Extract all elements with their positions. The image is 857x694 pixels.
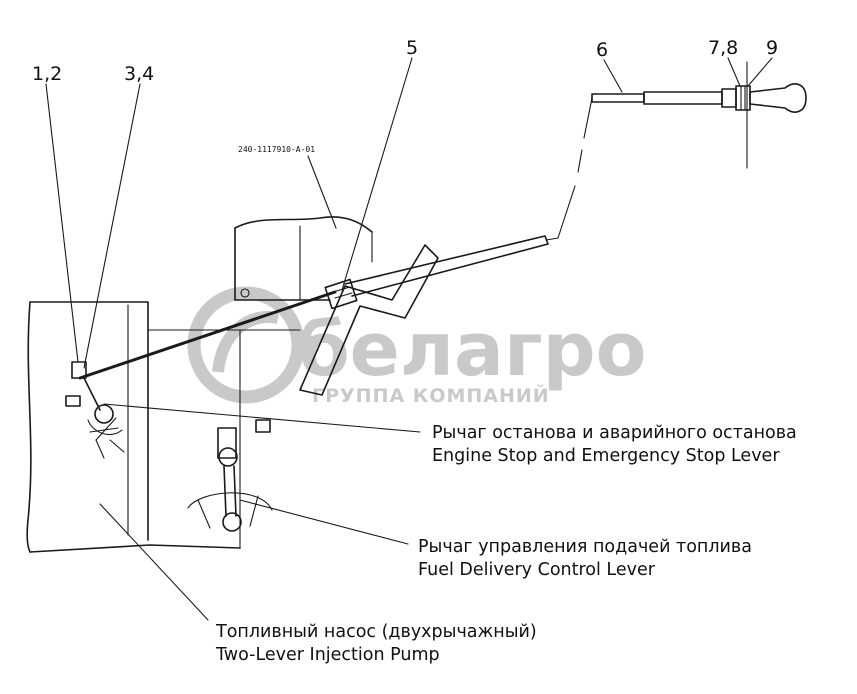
block-left-edge [234,227,331,301]
pump-outline-left [26,301,32,553]
fuel-lever-lower-pivot [222,512,242,532]
stop-lever-pivot [94,404,114,424]
fuel-lever-caption-ru: Рычаг управления подачей топлива [418,537,752,557]
leader-lines [45,57,773,621]
pump-outline-bottom [29,544,241,553]
watermark-tagline: ГРУППА КОМПАНИЙ [312,384,550,407]
fuel-lever-clevis [217,427,237,459]
fuel-lever-upper-pivot [218,447,238,467]
leader-3-4 [83,83,141,369]
handle-rod [591,93,645,103]
leader-fuel-lever [239,499,409,545]
watermark-swoosh [212,310,280,373]
cable-inner-wire [78,290,337,380]
handle-nut [721,88,737,108]
leader-6 [603,59,623,93]
block-top-edge [234,216,373,233]
cable-run-lower [545,185,576,241]
handle-knob [749,83,807,113]
nut-threads [740,85,746,111]
engine-block [234,216,373,301]
part-code-label: 240-1117910-A-01 [238,145,315,154]
stop-lever-bolt [65,395,81,407]
watermark-ring [187,286,305,404]
fuel-lever-stops [197,495,259,529]
leader-1-2 [45,83,79,363]
callout-7-8: 7,8 [708,37,738,59]
stop-lever-travel [95,439,125,459]
leader-part-code [307,155,337,229]
callout-9: 9 [766,37,778,59]
fuel-lever-caption-en: Fuel Delivery Control Lever [418,560,656,580]
stop-lever-caption-ru: Рычаг останова и аварийного останова [432,423,797,443]
stop-lever-hatch [87,417,123,441]
stop-lever-arm [83,377,101,411]
callout-5: 5 [406,37,418,59]
handle-tube [643,91,723,105]
bracket-plate [299,244,439,396]
handle-locknut [735,85,751,111]
fuel-lever-bolt [255,419,271,433]
control-cable [78,97,593,380]
captions: Рычаг останова и аварийного останова Eng… [215,423,797,665]
watermark: белагро ГРУППА КОМПАНИЙ [187,286,646,407]
cable-clamp [324,278,358,310]
pull-handle-assembly [591,61,807,169]
injection-pump-body [26,301,301,553]
fuel-lever-arc [187,492,273,511]
callout-3-4: 3,4 [124,63,154,85]
bracket-assembly [299,244,439,396]
pump-caption-en: Two-Lever Injection Pump [215,645,440,665]
pump-outline-top [29,301,149,541]
fuel-lever-assembly [187,419,273,532]
pump-caption-ru: Топливный насос (двухрычажный) [215,622,537,642]
block-bolt [240,288,250,298]
cable-run-upper [583,97,593,139]
stop-lever-clamp [71,361,87,379]
cable-sheath [344,235,549,297]
fuel-lever-arm [223,465,237,517]
callout-numbers: 1,2 3,4 5 6 7,8 9 240-1117910-A-01 [32,37,778,154]
leader-5 [341,57,413,291]
leader-stop-lever [103,403,421,433]
stop-lever-caption-en: Engine Stop and Emergency Stop Lever [432,446,780,466]
leader-pump [99,503,209,621]
watermark-brand: белагро [298,307,646,393]
callout-6: 6 [596,39,608,61]
cable-run-dash [577,149,583,173]
leader-7-8 [727,57,741,87]
stop-lever-assembly [65,361,125,459]
leader-9 [747,57,773,87]
callout-1-2: 1,2 [32,63,62,85]
